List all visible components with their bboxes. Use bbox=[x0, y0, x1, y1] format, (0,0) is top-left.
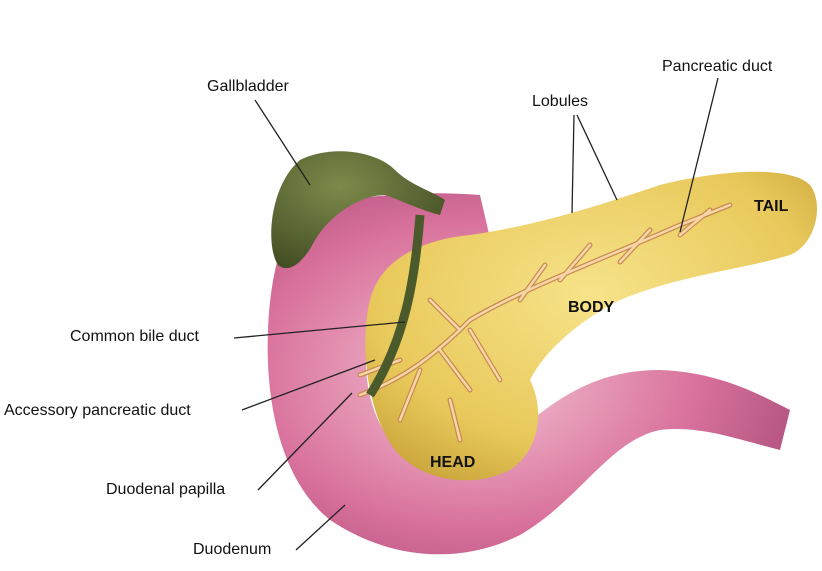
label-duodenal-papilla: Duodenal papilla bbox=[106, 481, 226, 498]
label-common-bile-duct: Common bile duct bbox=[70, 328, 199, 345]
label-gallbladder: Gallbladder bbox=[207, 78, 289, 95]
label-duodenum: Duodenum bbox=[193, 541, 272, 558]
gallbladder-shape bbox=[271, 151, 445, 269]
region-head: HEAD bbox=[430, 454, 476, 471]
leader-lines bbox=[233, 77, 719, 551]
pancreas-shape bbox=[365, 171, 818, 481]
label-lobules: Lobules bbox=[532, 93, 589, 110]
region-body: BODY bbox=[568, 299, 615, 316]
common-bile-duct-shape bbox=[366, 214, 425, 398]
region-tail: TAIL bbox=[754, 198, 789, 215]
duodenum-shape bbox=[267, 193, 791, 555]
label-accessory-pancreatic-duct: Accessory pancreatic duct bbox=[4, 402, 191, 419]
label-pancreatic-duct: Pancreatic duct bbox=[662, 58, 773, 75]
